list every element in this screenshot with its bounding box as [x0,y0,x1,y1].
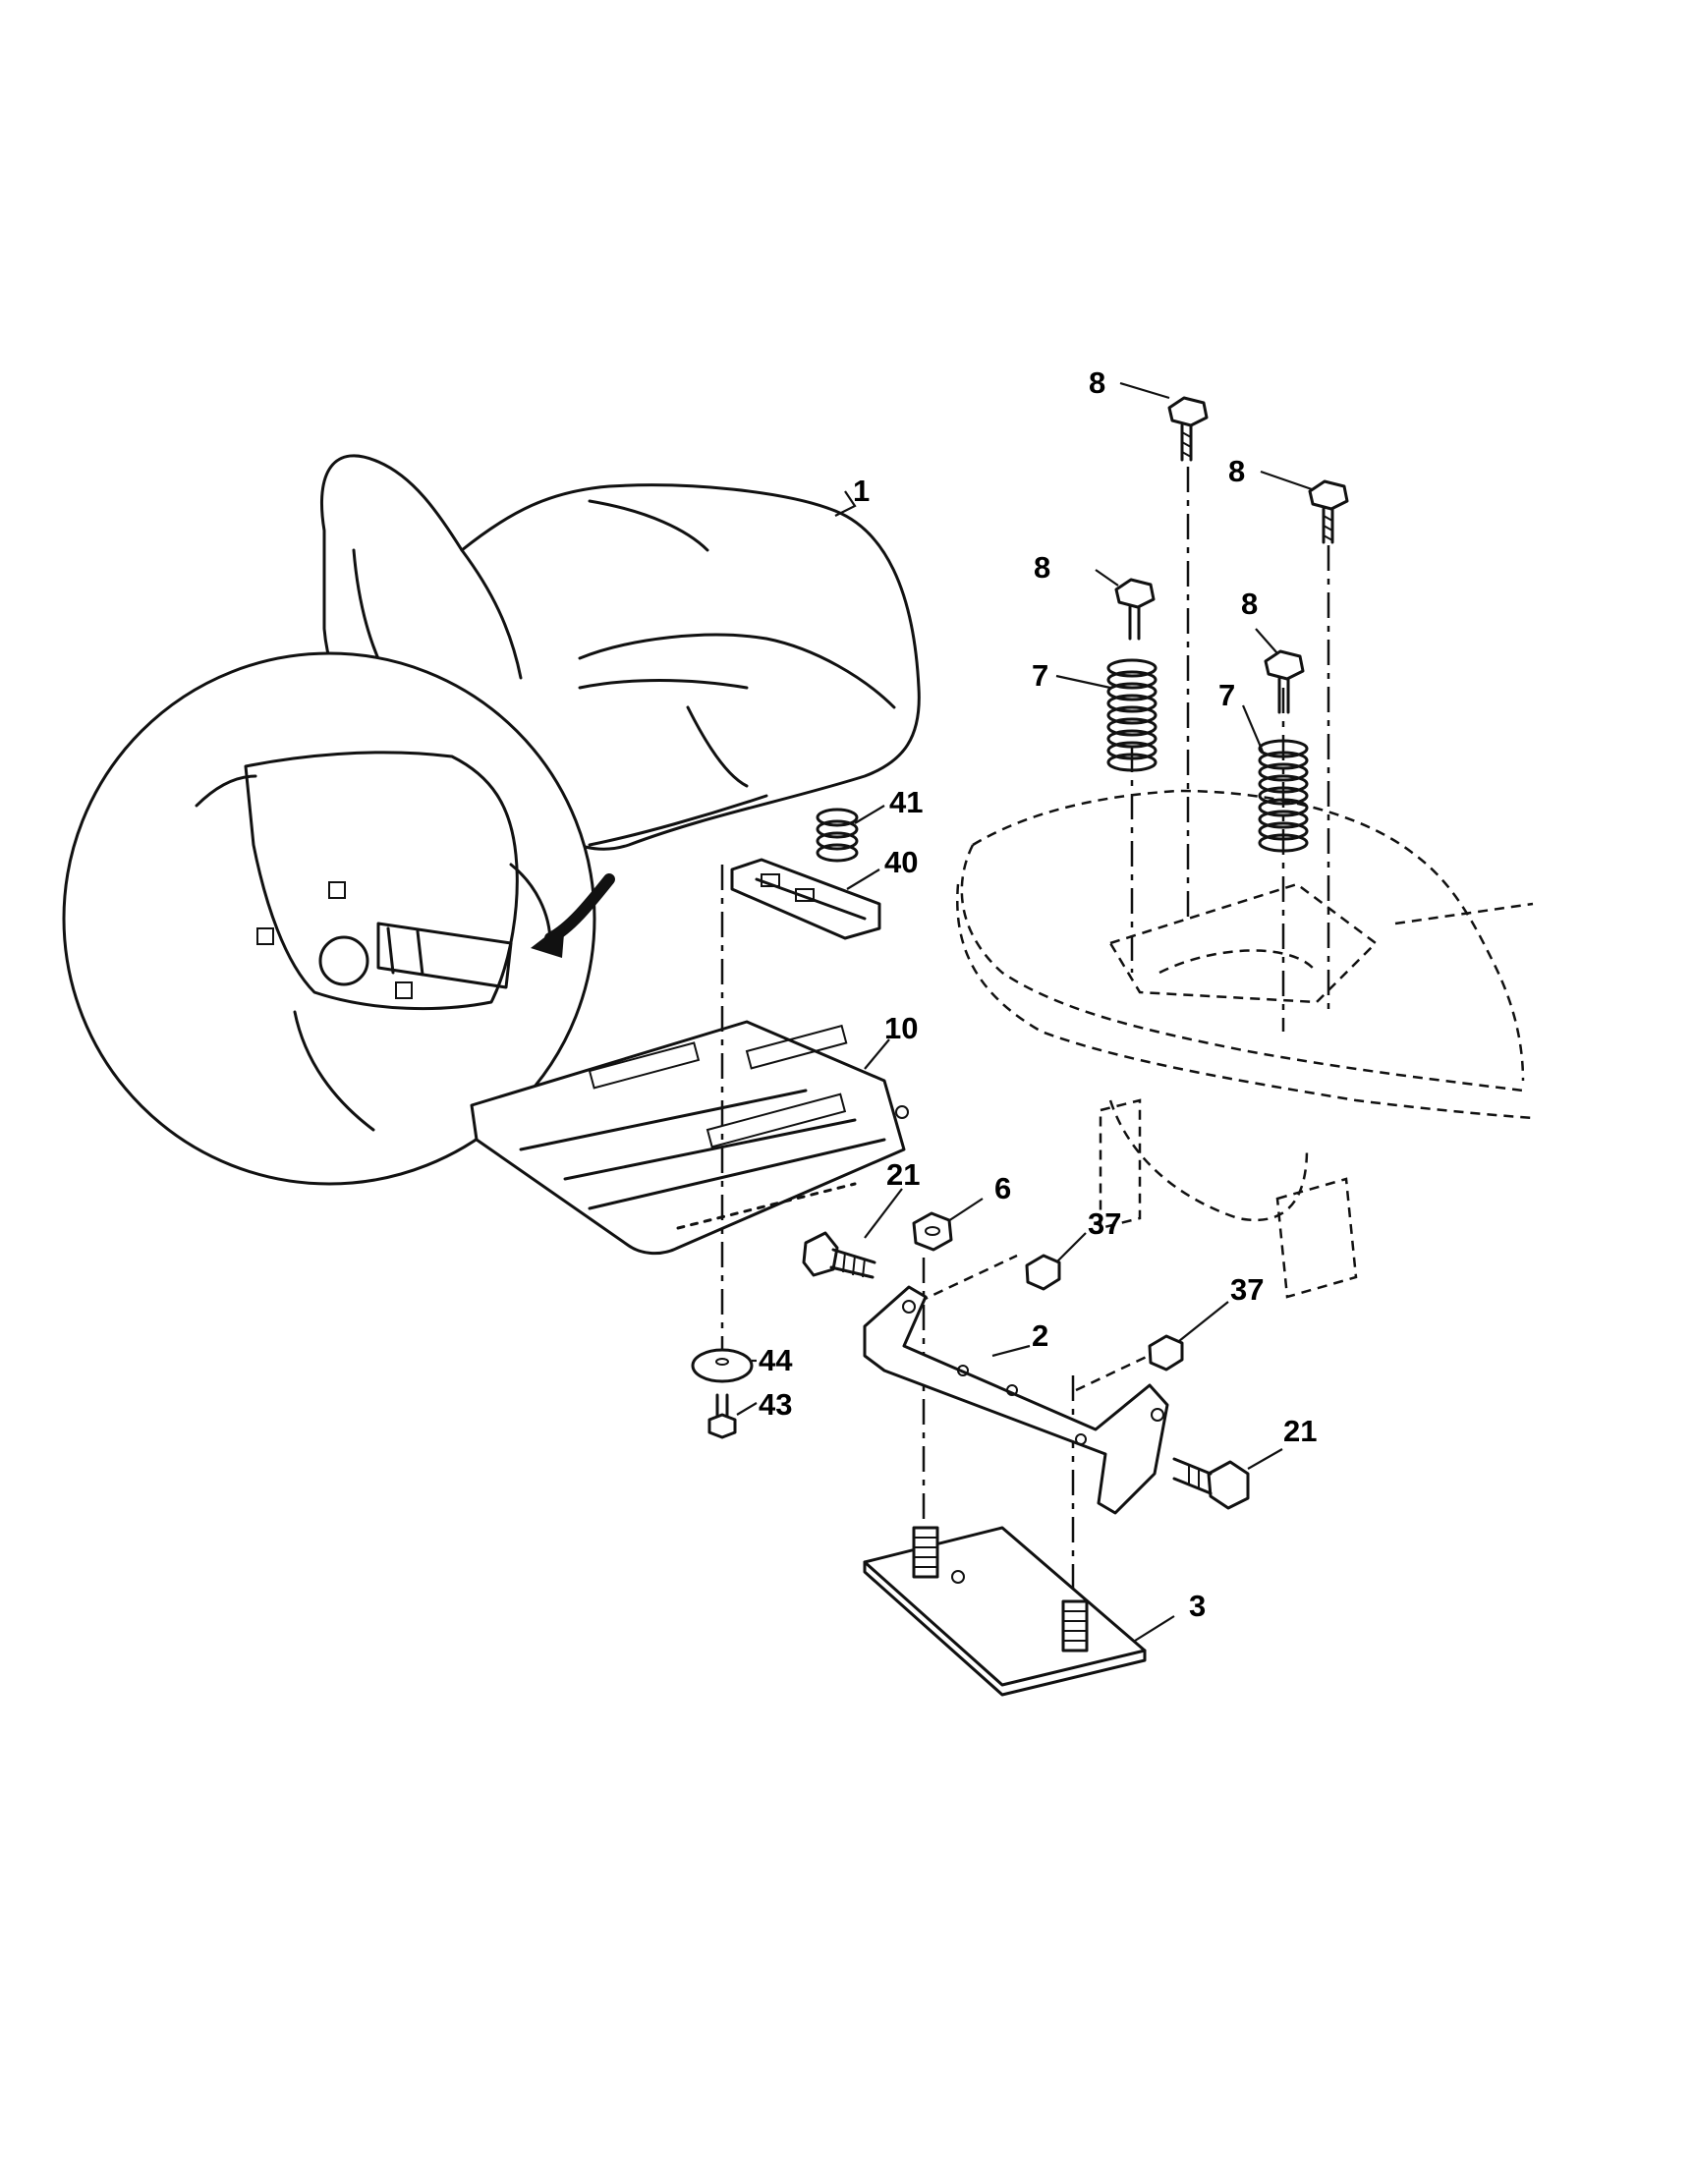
callout-10: 10 [884,1011,918,1045]
bolt-43 [707,1393,737,1439]
bolt-21-b [1172,1457,1250,1510]
callout-8d: 8 [1241,587,1258,621]
detail-magnifier [62,651,596,1186]
spring-41 [816,808,859,863]
seat-pan [470,1020,909,1256]
callout-8c: 8 [1034,550,1050,585]
curved-arrow-head [531,922,565,958]
tractor-frame [956,789,1534,1299]
bolt-8-b [1308,479,1349,544]
washer-44 [691,1348,754,1383]
bolt-8-c [1114,578,1156,641]
callout-43: 43 [759,1387,792,1422]
nut-6 [912,1211,953,1252]
leader-lines [736,381,1313,1642]
callout-2: 2 [1032,1318,1048,1353]
callout-21a: 21 [886,1157,920,1192]
callout-8a: 8 [1089,365,1105,400]
callout-7a: 7 [1032,658,1048,693]
callout-44: 44 [759,1343,793,1377]
bracket-2 [863,1285,1169,1515]
plate-3 [863,1526,1147,1697]
callout-6: 6 [994,1171,1011,1205]
nut-37-a [1025,1254,1061,1291]
nut-6-hole [925,1226,940,1236]
callout-41: 41 [889,785,923,819]
callout-37b: 37 [1230,1272,1264,1307]
callout-3: 3 [1189,1589,1206,1623]
callout-1: 1 [853,474,870,508]
spring-7-a [1106,658,1158,772]
callout-37a: 37 [1088,1206,1121,1241]
callout-7b: 7 [1218,678,1235,712]
assembly-lines [720,467,1330,1601]
callout-40: 40 [884,845,918,879]
bolt-21-a [802,1231,876,1279]
callout-8b: 8 [1228,454,1245,488]
bolt-8-a [1167,396,1209,462]
callouts: 1 8 8 8 8 7 7 41 40 10 21 6 37 37 2 44 4… [759,365,1317,1623]
clip-40 [730,858,881,940]
nut-37-b [1148,1334,1184,1372]
bolt-8-d [1264,649,1305,714]
spring-7-b [1258,739,1309,853]
callout-21b: 21 [1283,1414,1317,1448]
